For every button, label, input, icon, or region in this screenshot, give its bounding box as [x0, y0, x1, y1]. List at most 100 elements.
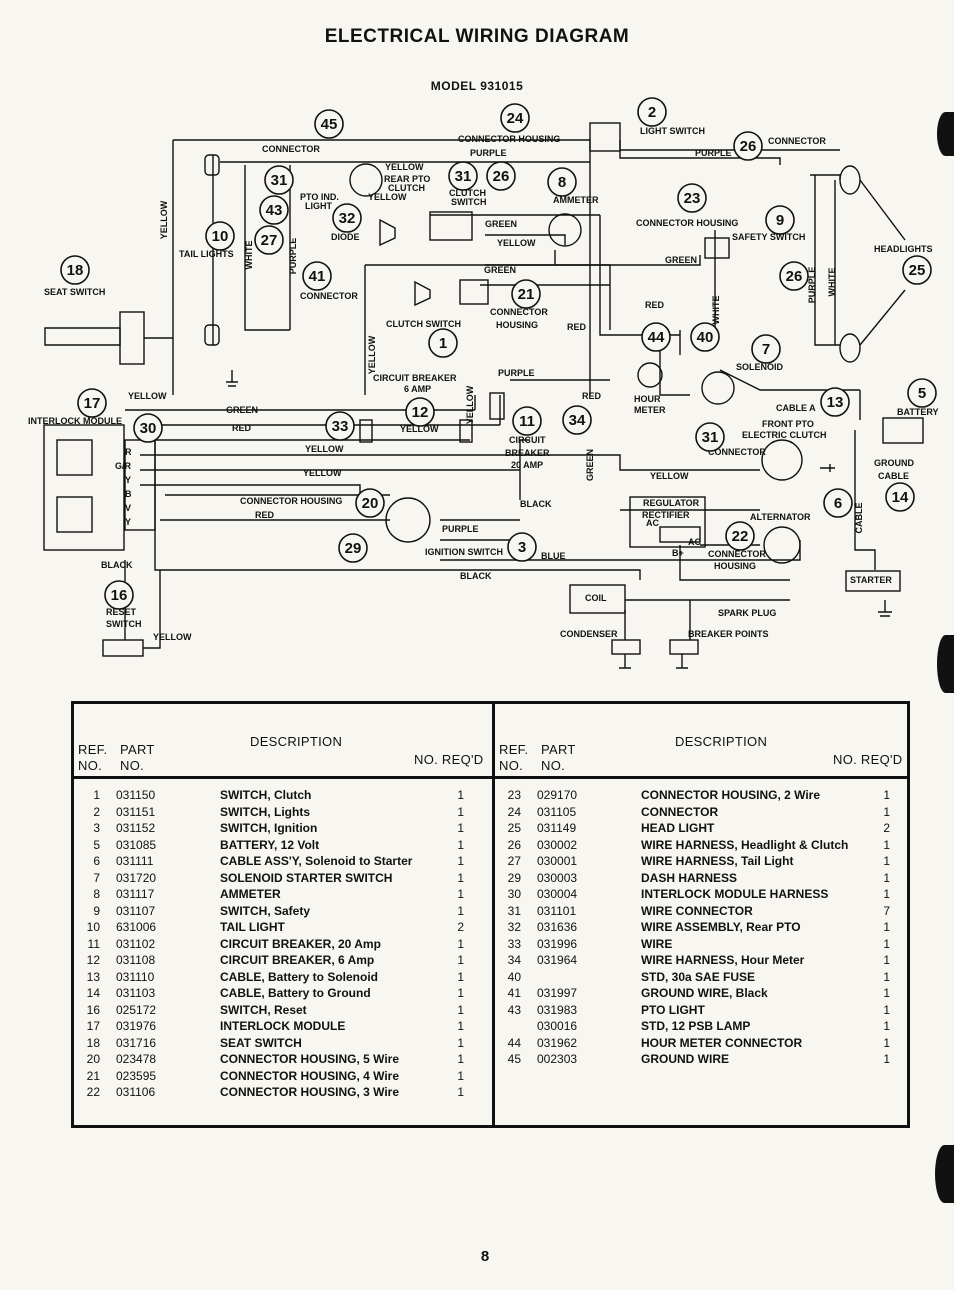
- wire-label-yellow-left: YELLOW: [128, 391, 167, 401]
- callout-circle: [486, 161, 516, 191]
- callout-number: 33: [332, 418, 349, 435]
- callout-circle: [765, 205, 795, 235]
- col-header-part-no: NO.: [541, 758, 566, 773]
- cell-ref-number: 5: [93, 837, 100, 852]
- cell-quantity: 1: [457, 1002, 464, 1017]
- cell-quantity: 1: [457, 788, 464, 802]
- callout-number: 26: [493, 168, 510, 185]
- callout-number: 22: [732, 528, 749, 545]
- callout-number: 41: [309, 268, 326, 285]
- cell-part-number: 030001: [537, 854, 578, 868]
- wire-label-red-1: RED: [645, 300, 665, 310]
- cell-quantity: 1: [457, 986, 464, 1000]
- wire-label-clutch-switch-mid: CLUTCH SWITCH: [386, 319, 461, 329]
- callout-number: 31: [455, 168, 472, 185]
- callout-circle: [547, 167, 577, 197]
- callout-26: 26: [779, 261, 809, 291]
- cell-part-number: 031997: [537, 986, 578, 1000]
- wire-label-green-v: GREEN: [585, 449, 595, 481]
- wire-label-starter: STARTER: [850, 575, 892, 585]
- wire-label-connector-22b: HOUSING: [714, 561, 756, 571]
- wire-label-yellow-cb2: YELLOW: [465, 385, 475, 424]
- cell-part-number: 023595: [116, 1068, 157, 1083]
- cell-quantity: 1: [457, 854, 464, 868]
- cell-ref-number: 34: [507, 953, 521, 967]
- callout-number: 31: [702, 429, 719, 446]
- cell-part-number: 031149: [537, 821, 577, 835]
- callout-number: 34: [569, 412, 586, 429]
- cell-description: INTERLOCK MODULE HARNESS: [641, 887, 829, 901]
- cell-ref-number: 33: [507, 936, 521, 951]
- cell-ref-number: 45: [507, 1052, 521, 1066]
- callout-14: 14: [885, 482, 915, 512]
- model-number: MODEL 931015: [430, 79, 524, 93]
- cell-quantity: 7: [883, 903, 890, 918]
- callout-11: 11: [512, 406, 542, 436]
- callout-32: 32: [332, 203, 362, 233]
- wire-label-front-pto-2: ELECTRIC CLUTCH: [742, 430, 827, 440]
- cell-part-number: 031964: [537, 953, 578, 967]
- wire-label-yellow-5: YELLOW: [303, 468, 342, 478]
- cell-description: WIRE HARNESS, Hour Meter: [641, 953, 805, 967]
- wire-label-pin-y1: Y: [125, 475, 131, 485]
- wire-label-regulator-1: REGULATOR: [643, 498, 700, 508]
- wire-label-battery: BATTERY: [897, 407, 939, 417]
- callout-circle: [512, 406, 542, 436]
- wire-label-diode: DIODE: [331, 232, 360, 242]
- callout-circle: [205, 221, 235, 251]
- wire-label-white-vr: WHITE: [827, 268, 837, 297]
- wire-label-hour-meter-2: METER: [634, 405, 666, 415]
- callout-number: 13: [827, 394, 844, 411]
- wire-label-b-plus: B+: [672, 548, 684, 558]
- callout-8: 8: [547, 167, 577, 197]
- cell-quantity: 1: [457, 1019, 464, 1033]
- cell-quantity: 2: [883, 821, 890, 835]
- callout-number: 2: [648, 104, 656, 121]
- callout-10: 10: [205, 221, 235, 251]
- cell-ref-number: 18: [86, 1035, 100, 1050]
- cell-ref-number: 31: [507, 903, 521, 918]
- wire-label-rear-pto-1: REAR PTO: [384, 174, 430, 184]
- cell-part-number: 030016: [537, 1019, 578, 1033]
- cell-ref-number: 10: [86, 920, 100, 934]
- callout-circle: [332, 203, 362, 233]
- cell-description: CONNECTOR: [641, 804, 719, 819]
- cell-ref-number: 43: [507, 1002, 521, 1017]
- cell-description: CABLE ASS'Y, Solenoid to Starter: [220, 854, 413, 868]
- wire-label-pin-y2: Y: [125, 517, 131, 527]
- cell-description: GROUND WIRE: [641, 1052, 729, 1066]
- callout-34: 34: [562, 405, 592, 435]
- cell-description: INTERLOCK MODULE: [220, 1019, 346, 1033]
- wire-label-alternator: ALTERNATOR: [750, 512, 811, 522]
- wire-label-purple-4: PURPLE: [442, 524, 479, 534]
- cell-quantity: 1: [457, 870, 464, 885]
- callout-number: 32: [339, 210, 356, 227]
- callout-number: 7: [762, 341, 770, 358]
- callout-circle: [325, 411, 355, 441]
- cell-description: HEAD LIGHT: [641, 821, 715, 835]
- callout-circle: [677, 183, 707, 213]
- wire-label-connector-41: CONNECTOR: [300, 291, 358, 301]
- callout-number: 29: [345, 540, 362, 557]
- cell-quantity: 1: [457, 936, 464, 951]
- cell-ref-number: 26: [507, 837, 521, 852]
- callout-circle: [562, 405, 592, 435]
- cell-description: SWITCH, Safety: [220, 903, 311, 918]
- wire-label-spark-plug: SPARK PLUG: [718, 608, 776, 618]
- cell-quantity: 1: [457, 1085, 464, 1099]
- wire-label-blue: BLUE: [541, 551, 566, 561]
- cell-part-number: 030004: [537, 887, 578, 901]
- wire-label-purple-mid: PURPLE: [498, 368, 535, 378]
- callout-9: 9: [765, 205, 795, 235]
- cell-part-number: 031107: [116, 903, 156, 918]
- wire-label-rear-pto-2: CLUTCH: [388, 183, 425, 193]
